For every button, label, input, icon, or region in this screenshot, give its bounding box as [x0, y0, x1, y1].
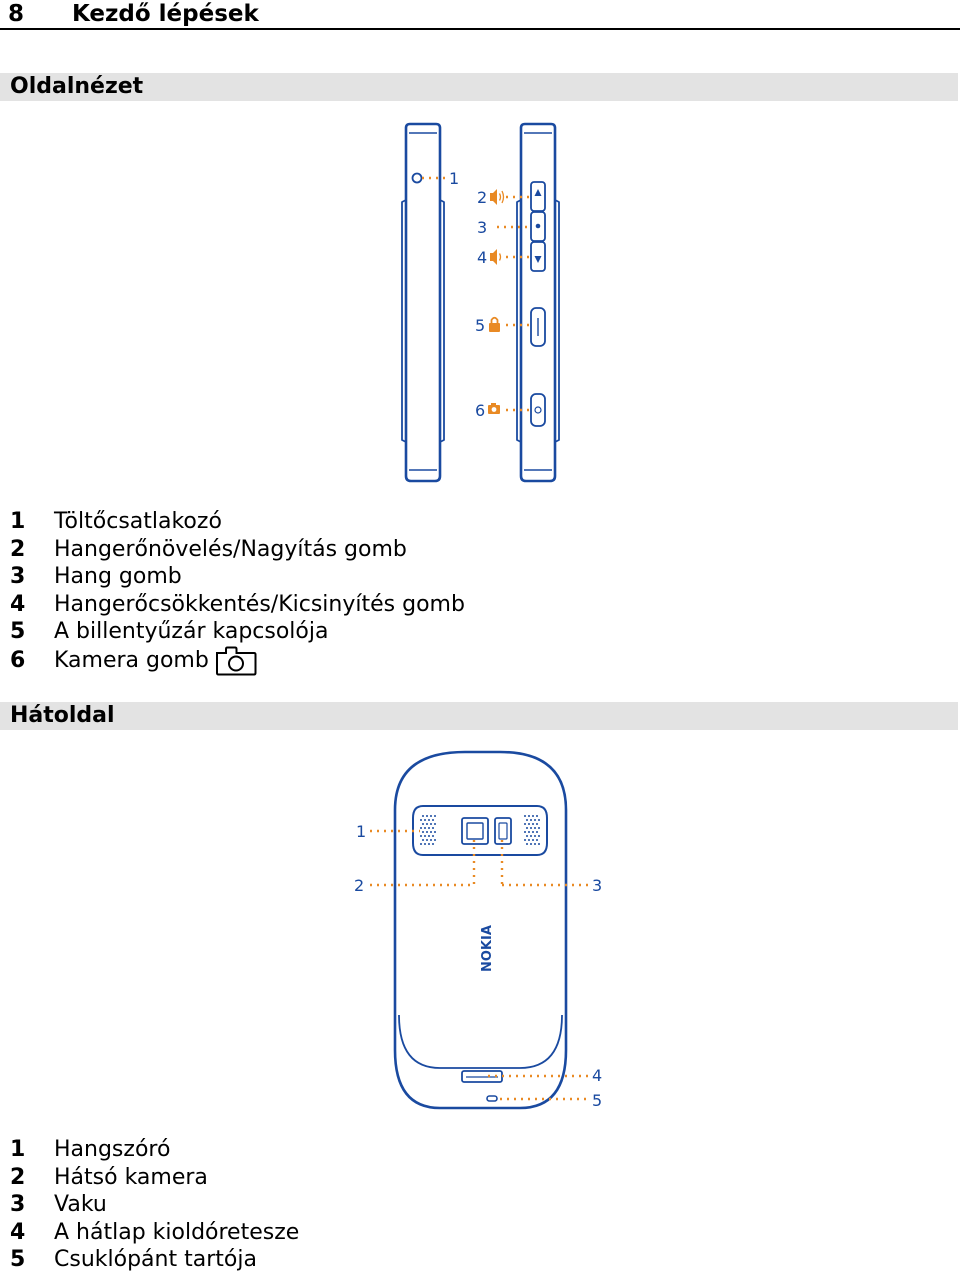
- page-header: 8 Kezdő lépések: [0, 0, 960, 30]
- speaker-grille-left: [420, 815, 436, 845]
- nokia-logo: NOKIA: [480, 925, 495, 972]
- callout-number: 5: [592, 1091, 602, 1110]
- strap-eyelet: [486, 1095, 498, 1102]
- speaker-grille-right: [524, 815, 540, 845]
- callout-number: 2: [477, 188, 487, 207]
- lock-switch: [530, 307, 546, 347]
- volume-up-key: [530, 181, 546, 212]
- page-number: 8: [8, 1, 25, 27]
- phone-right-side-outline: [519, 122, 557, 483]
- camera-flash: [494, 817, 512, 845]
- charger-port: [411, 172, 423, 184]
- volume-down-icon: [490, 249, 502, 265]
- section-title: Hátoldal: [10, 703, 115, 728]
- camera-key-icon: [215, 646, 257, 675]
- callout-number: 5: [475, 316, 485, 335]
- callout-number: 3: [477, 218, 487, 237]
- callout-number: 6: [475, 401, 485, 420]
- callout-number: 2: [354, 876, 364, 895]
- side-view-illustration: 1 2 3 4 5 6: [401, 122, 560, 483]
- callout-number: 4: [477, 248, 487, 267]
- chapter-title: Kezdő lépések: [72, 1, 259, 27]
- back-view-illustration: NOKIA 1 2 3 4 5: [354, 750, 602, 1110]
- camera-icon: [488, 403, 500, 414]
- volume-up-icon: [490, 189, 505, 205]
- callout-number: 1: [356, 822, 366, 841]
- camera-lens: [461, 817, 489, 845]
- phone-left-side-outline: [404, 122, 442, 483]
- camera-key: [530, 393, 546, 427]
- callout-number: 4: [592, 1066, 602, 1085]
- camera-module: [412, 805, 548, 856]
- callout-number: 3: [592, 876, 602, 895]
- section-heading-back-view: Hátoldal: [0, 702, 958, 730]
- volume-down-key: [530, 241, 546, 272]
- voice-key: [530, 211, 546, 242]
- lock-icon: [489, 316, 500, 332]
- section-heading-side-view: Oldalnézet: [0, 73, 958, 101]
- phone-back-outline: [393, 750, 568, 1110]
- section-title: Oldalnézet: [10, 74, 144, 99]
- callout-number: 1: [449, 169, 459, 188]
